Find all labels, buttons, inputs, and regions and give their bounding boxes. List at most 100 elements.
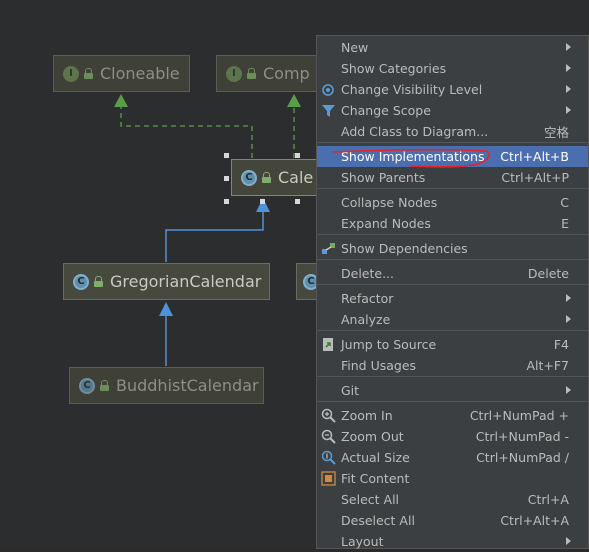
menu-item-label: Expand Nodes	[341, 216, 431, 231]
node-calendar[interactable]: C Cale	[231, 159, 326, 196]
menu-item-shortcut: Delete	[527, 266, 569, 281]
submenu-arrow-icon	[566, 106, 571, 114]
menu-item-shortcut: Ctrl+NumPad -	[475, 429, 569, 444]
menu-item-add-class-to-diagram[interactable]: Add Class to Diagram... 空格	[317, 121, 588, 142]
class-icon: C	[73, 273, 89, 290]
actual-size-icon	[321, 450, 336, 465]
node-label: GregorianCalendar	[110, 272, 262, 291]
implements-edge-comparable	[287, 94, 301, 158]
jump-to-source-icon	[321, 337, 336, 352]
selection-handle[interactable]	[224, 199, 229, 204]
menu-item-label: Layout	[341, 534, 384, 549]
node-label: Cale	[278, 168, 314, 187]
menu-item-shortcut: F4	[553, 337, 569, 352]
menu-separator	[317, 376, 588, 377]
node-label: Cloneable	[100, 64, 180, 83]
lock-icon	[247, 68, 256, 79]
selection-handle[interactable]	[224, 153, 229, 158]
selection-handle[interactable]	[224, 176, 229, 181]
lock-icon	[262, 172, 271, 183]
implements-edge-cloneable	[114, 94, 253, 158]
node-buddhist-calendar[interactable]: C BuddhistCalendar	[69, 367, 264, 404]
extends-edge-buddhist	[159, 302, 173, 366]
menu-item-shortcut: E	[561, 216, 569, 231]
menu-separator	[317, 401, 588, 402]
menu-item-new[interactable]: New	[317, 37, 588, 58]
menu-item-shortcut: C	[560, 195, 569, 210]
menu-item-fit-content[interactable]: Fit Content	[317, 468, 588, 489]
menu-separator	[317, 259, 588, 260]
lock-icon	[100, 380, 109, 391]
menu-separator	[317, 188, 588, 189]
menu-item-layout[interactable]: Layout	[317, 531, 588, 552]
menu-item-label: Show Parents	[341, 170, 426, 185]
menu-item-label: New	[341, 40, 369, 55]
menu-item-label: Show Implementations	[341, 149, 485, 164]
menu-item-find-usages[interactable]: Find Usages Alt+F7	[317, 355, 588, 376]
lock-icon	[94, 276, 103, 287]
submenu-arrow-icon	[566, 537, 571, 545]
menu-item-show-categories[interactable]: Show Categories	[317, 58, 588, 79]
menu-item-shortcut: Ctrl+Alt+B	[500, 149, 569, 164]
fit-content-icon	[321, 471, 336, 486]
submenu-arrow-icon	[566, 386, 571, 394]
menu-item-label: Refactor	[341, 291, 394, 306]
menu-separator	[317, 330, 588, 331]
menu-item-shortcut: Ctrl+NumPad +	[469, 408, 569, 423]
menu-item-git[interactable]: Git	[317, 380, 588, 401]
node-cloneable[interactable]: I Cloneable	[53, 55, 190, 92]
class-icon: C	[241, 169, 257, 186]
menu-item-show-dependencies[interactable]: Show Dependencies	[317, 238, 588, 259]
menu-item-show-implementations[interactable]: Show Implementations Ctrl+Alt+B	[317, 146, 588, 167]
class-icon: C	[79, 377, 95, 394]
menu-item-refactor[interactable]: Refactor	[317, 288, 588, 309]
menu-item-label: Change Scope	[341, 103, 431, 118]
submenu-arrow-icon	[566, 294, 571, 302]
selection-handle[interactable]	[260, 199, 265, 204]
menu-item-label: Delete...	[341, 266, 394, 281]
menu-item-jump-to-source[interactable]: Jump to Source F4	[317, 334, 588, 355]
menu-item-label: Select All	[341, 492, 400, 507]
menu-item-label: Deselect All	[341, 513, 415, 528]
menu-item-analyze[interactable]: Analyze	[317, 309, 588, 330]
selection-handle[interactable]	[295, 199, 300, 204]
dependencies-icon	[321, 241, 336, 256]
menu-item-shortcut: 空格	[543, 125, 569, 140]
menu-item-shortcut: Alt+F7	[526, 358, 569, 373]
menu-separator	[317, 142, 588, 143]
selection-handle[interactable]	[295, 153, 300, 158]
submenu-arrow-icon	[566, 315, 571, 323]
visibility-icon	[321, 82, 336, 97]
menu-item-expand-nodes[interactable]: Expand Nodes E	[317, 213, 588, 234]
node-gregorian-calendar[interactable]: C GregorianCalendar	[63, 263, 270, 300]
menu-item-delete[interactable]: Delete... Delete	[317, 263, 588, 284]
menu-item-change-visibility-level[interactable]: Change Visibility Level	[317, 79, 588, 100]
lock-icon	[84, 68, 93, 79]
menu-item-label: Collapse Nodes	[341, 195, 438, 210]
menu-item-label: Jump to Source	[341, 337, 437, 352]
menu-item-label: Add Class to Diagram...	[341, 124, 489, 139]
menu-item-shortcut: Ctrl+A	[527, 492, 569, 507]
menu-item-show-parents[interactable]: Show Parents Ctrl+Alt+P	[317, 167, 588, 188]
node-label: Comp	[263, 64, 310, 83]
extends-edge-gregorian	[165, 198, 270, 262]
menu-item-label: Fit Content	[341, 471, 410, 486]
submenu-arrow-icon	[566, 85, 571, 93]
menu-item-collapse-nodes[interactable]: Collapse Nodes C	[317, 192, 588, 213]
menu-item-change-scope[interactable]: Change Scope	[317, 100, 588, 121]
zoom-out-icon	[321, 429, 336, 444]
menu-item-label: Find Usages	[341, 358, 417, 373]
menu-item-label: Analyze	[341, 312, 391, 327]
menu-item-label: Change Visibility Level	[341, 82, 483, 97]
filter-icon	[321, 103, 336, 118]
menu-item-shortcut: Ctrl+Alt+P	[501, 170, 569, 185]
menu-separator	[317, 234, 588, 235]
menu-item-select-all[interactable]: Select All Ctrl+A	[317, 489, 588, 510]
submenu-arrow-icon	[566, 64, 571, 72]
node-comparable[interactable]: I Comp	[216, 55, 326, 92]
